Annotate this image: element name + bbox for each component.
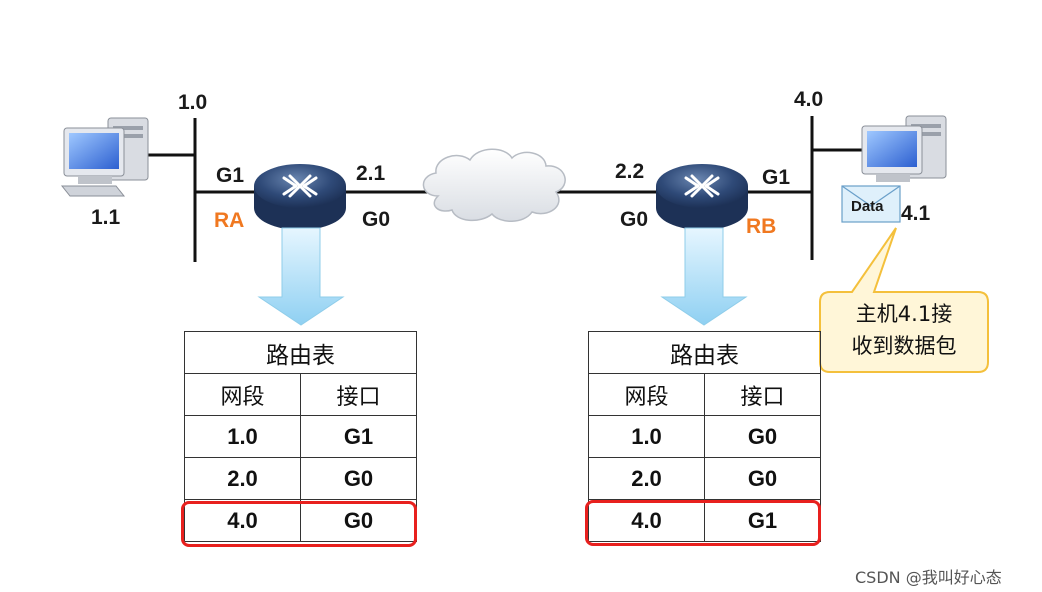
left-host-computer-icon bbox=[60, 117, 149, 197]
table-cell-segment: 4.0 bbox=[588, 499, 705, 542]
callout-text: 主机4.1接 收到数据包 bbox=[818, 298, 990, 362]
ra-g0-ip-label: 2.1 bbox=[356, 162, 386, 185]
right-host-ip-label: 4.1 bbox=[901, 202, 931, 225]
left-host-ip-label: 1.1 bbox=[91, 206, 121, 229]
ra-table-arrow-icon bbox=[257, 227, 345, 326]
table-cell-segment: 2.0 bbox=[184, 457, 301, 500]
table-title: 路由表 bbox=[184, 331, 417, 374]
table-title: 路由表 bbox=[588, 331, 821, 374]
ra-g1-label: G1 bbox=[216, 164, 245, 187]
rb-g0-ip-label: 2.2 bbox=[615, 160, 645, 183]
table-header-interface: 接口 bbox=[704, 373, 821, 416]
rb-name-label: RB bbox=[746, 215, 777, 238]
table-cell-interface: G1 bbox=[704, 499, 821, 542]
router-ra-icon bbox=[254, 164, 346, 230]
table-row: 1.0 G1 bbox=[184, 415, 417, 458]
table-row: 4.0 G1 bbox=[588, 499, 821, 542]
table-cell-interface: G0 bbox=[300, 499, 417, 542]
table-cell-segment: 2.0 bbox=[588, 457, 705, 500]
table-cell-segment: 1.0 bbox=[184, 415, 301, 458]
table-row: 4.0 G0 bbox=[184, 499, 417, 542]
ra-routing-table: 路由表 网段 接口 1.0 G1 2.0 G0 4.0 G0 bbox=[184, 331, 417, 542]
ra-g0-label: G0 bbox=[362, 208, 391, 231]
ra-highlighted-route-box bbox=[181, 501, 417, 547]
rb-table-arrow-icon bbox=[660, 227, 748, 326]
right-segment-label: 4.0 bbox=[794, 88, 824, 111]
ra-name-label: RA bbox=[214, 209, 245, 232]
left-segment-label: 1.0 bbox=[178, 91, 208, 114]
rb-g0-label: G0 bbox=[620, 208, 649, 231]
table-cell-interface: G0 bbox=[300, 457, 417, 500]
table-row: 2.0 G0 bbox=[184, 457, 417, 500]
table-header-segment: 网段 bbox=[184, 373, 301, 416]
rb-g1-label: G1 bbox=[762, 166, 791, 189]
callout-line-1: 主机4.1接 bbox=[855, 302, 953, 326]
table-cell-interface: G0 bbox=[704, 457, 821, 500]
table-cell-segment: 4.0 bbox=[184, 499, 301, 542]
rb-highlighted-route-box bbox=[585, 500, 821, 546]
table-row: 1.0 G0 bbox=[588, 415, 821, 458]
table-header-segment: 网段 bbox=[588, 373, 705, 416]
right-host-computer-icon bbox=[861, 115, 947, 182]
wan-cloud-icon bbox=[422, 148, 566, 222]
table-header-interface: 接口 bbox=[300, 373, 417, 416]
data-packet-label: Data bbox=[851, 198, 884, 215]
table-cell-interface: G0 bbox=[704, 415, 821, 458]
callout-line-2: 收到数据包 bbox=[851, 334, 957, 358]
table-row: 2.0 G0 bbox=[588, 457, 821, 500]
rb-routing-table: 路由表 网段 接口 1.0 G0 2.0 G0 4.0 G1 bbox=[588, 331, 821, 542]
table-cell-interface: G1 bbox=[300, 415, 417, 458]
table-cell-segment: 1.0 bbox=[588, 415, 705, 458]
callout-bubble bbox=[819, 227, 989, 373]
router-rb-icon bbox=[656, 164, 748, 230]
watermark: CSDN @我叫好心态 bbox=[855, 568, 1002, 587]
data-packet-envelope-icon bbox=[841, 185, 901, 223]
